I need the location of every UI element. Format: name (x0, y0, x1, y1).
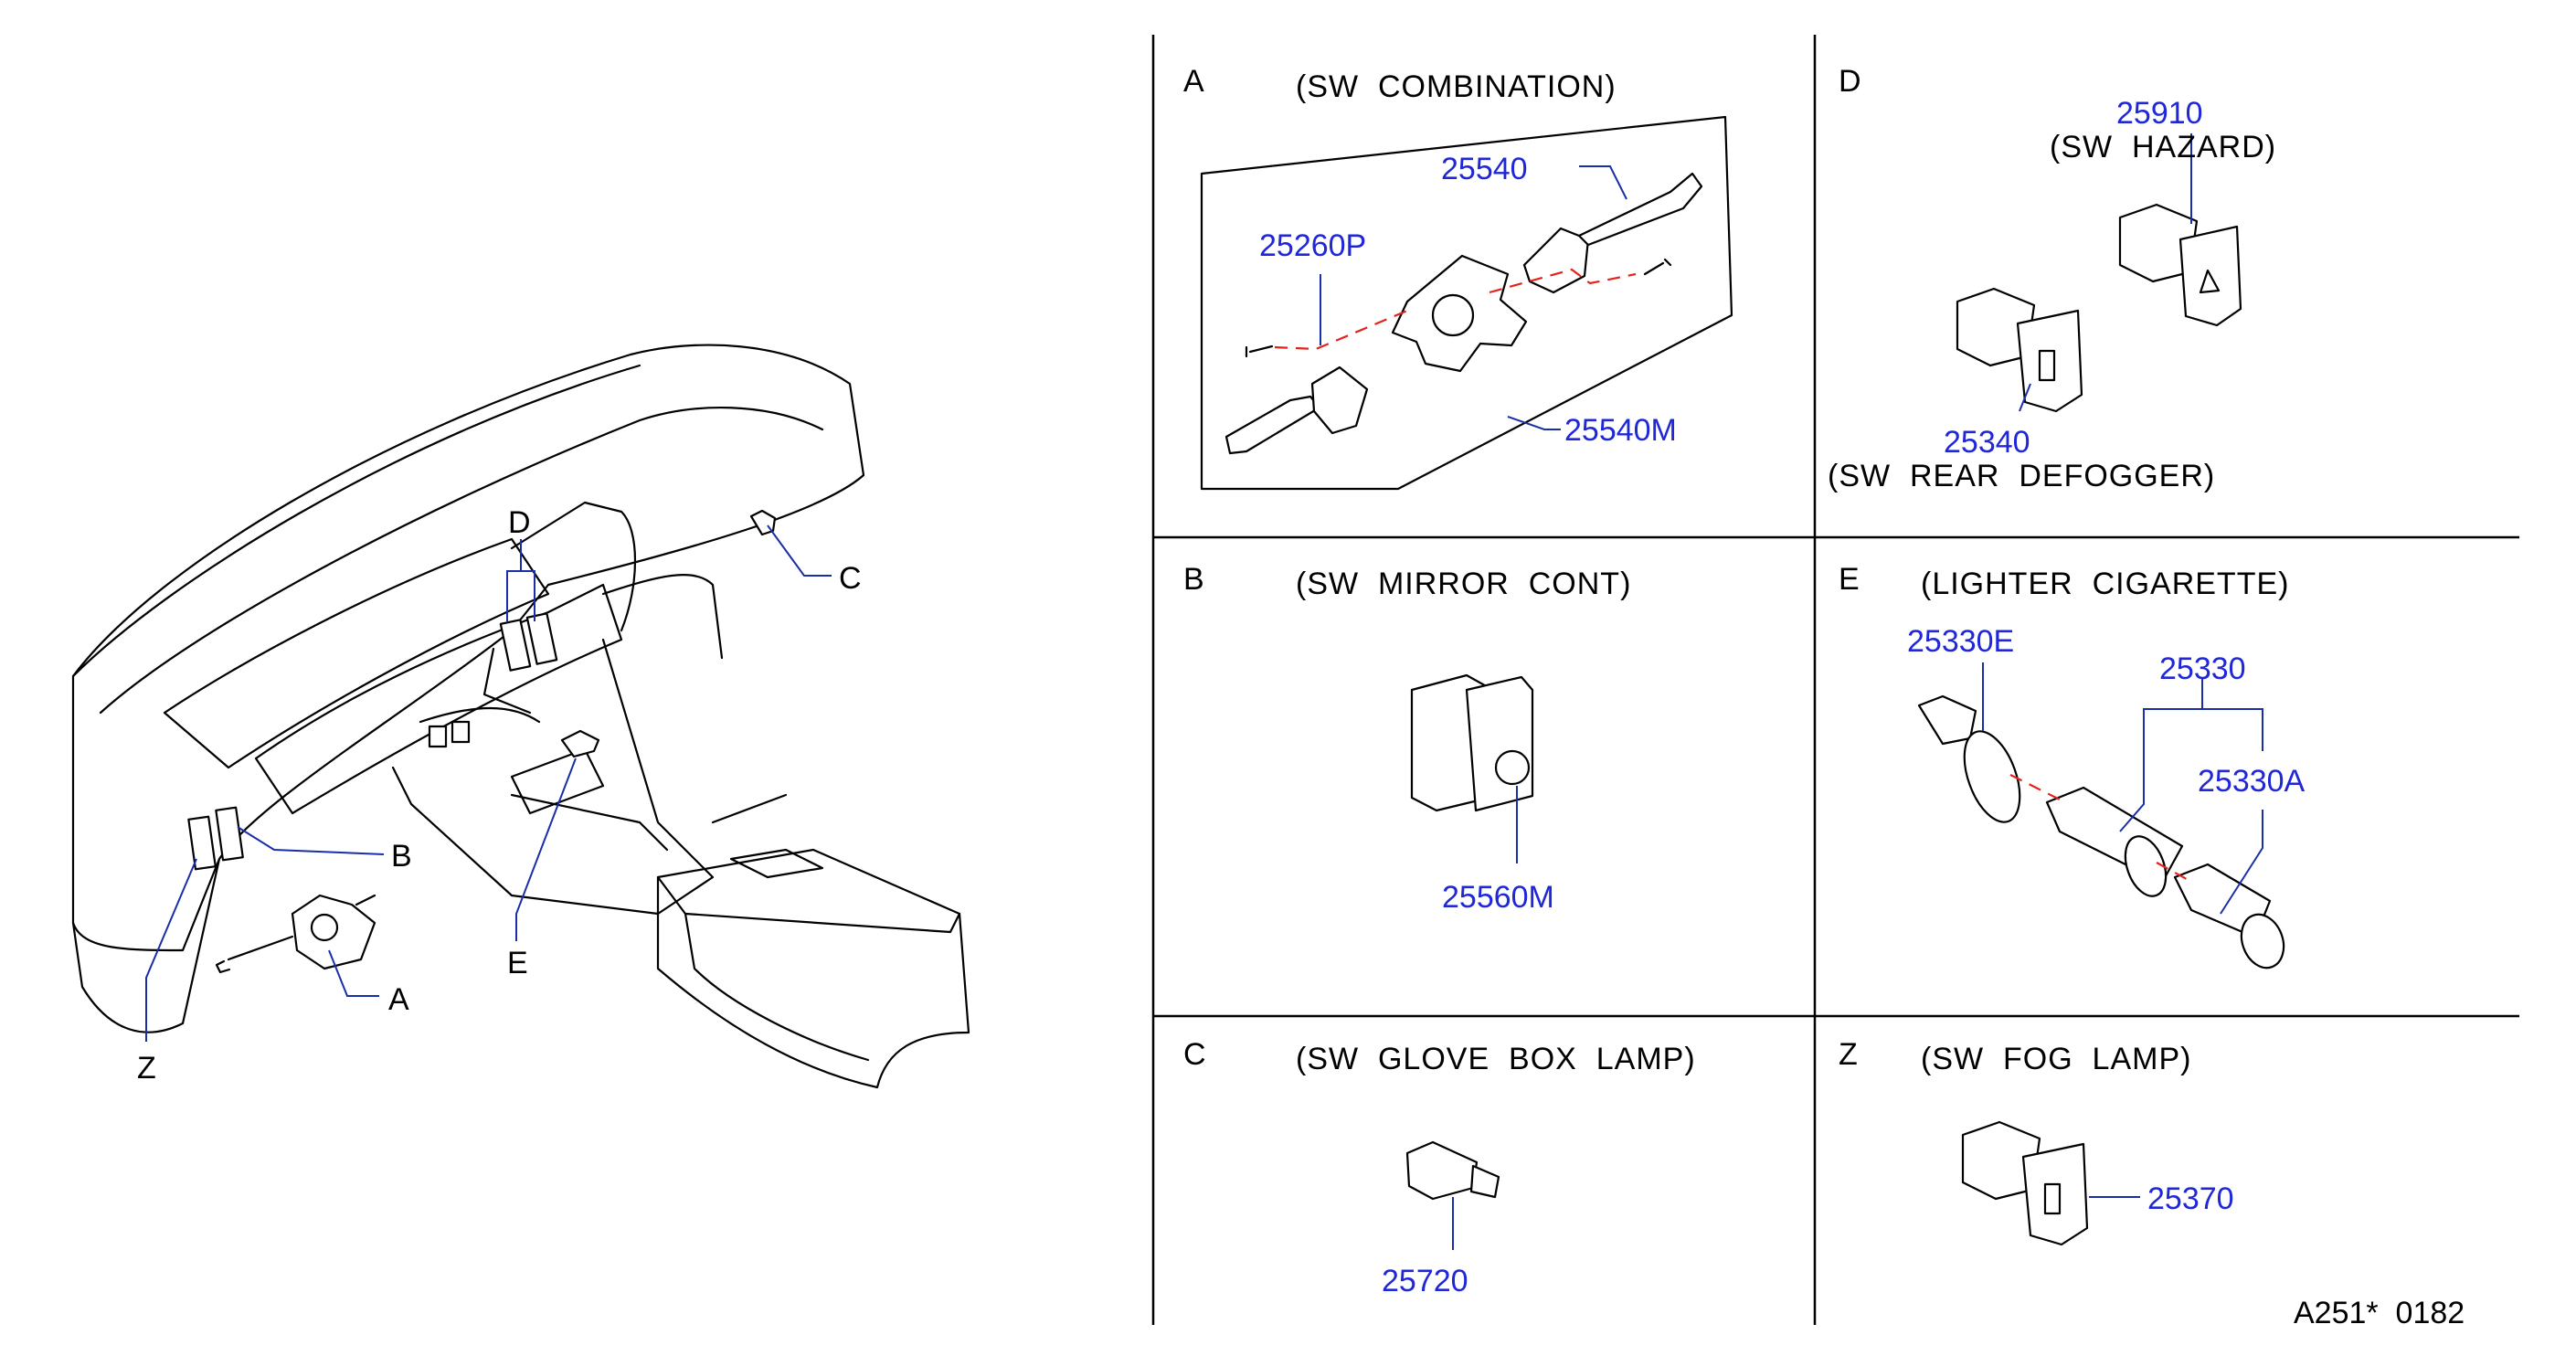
panel-b-title: (SW MIRROR CONT) (1296, 567, 1631, 601)
part-25540m: 25540M (1564, 413, 1677, 448)
part-25720: 25720 (1382, 1264, 1468, 1298)
panel-a-letter: A (1183, 64, 1205, 99)
panel-d: D (1839, 64, 2242, 413)
panel-e-letter: E (1839, 562, 1860, 597)
panel-a-title: (SW COMBINATION) (1296, 69, 1617, 104)
dashboard-overview (71, 344, 970, 1089)
callout-d: D (508, 505, 531, 540)
panel-c-title: (SW GLOVE BOX LAMP) (1296, 1042, 1696, 1076)
panel-z: Z (SW FOG LAMP) (1839, 1037, 2191, 1246)
panel-d-letter: D (1839, 64, 1862, 99)
panel-z-letter: Z (1839, 1037, 1859, 1072)
callout-e: E (507, 946, 528, 980)
panel-e: E (LIGHTER CIGARETTE) (1839, 562, 2289, 969)
panel-a: A (SW COMBINATION) (1183, 64, 1733, 491)
panel-e-title: (LIGHTER CIGARETTE) (1921, 567, 2289, 601)
panel-b-letter: B (1183, 562, 1205, 597)
label-sw-rear-defogger: (SW REAR DEFOGGER) (1828, 459, 2215, 493)
part-25330a: 25330A (2198, 764, 2306, 799)
callout-a: A (388, 982, 409, 1017)
panel-c: C (SW GLOVE BOX LAMP) (1183, 1037, 1696, 1250)
part-25910: 25910 (2116, 96, 2203, 131)
part-25540: 25540 (1441, 152, 1528, 186)
part-25560m: 25560M (1442, 880, 1554, 915)
label-sw-hazard: (SW HAZARD) (2050, 130, 2276, 164)
part-25340: 25340 (1944, 425, 2030, 460)
drawing-code: A251* 0182 (2294, 1296, 2465, 1330)
panel-z-title: (SW FOG LAMP) (1921, 1042, 2191, 1076)
callout-c: C (839, 561, 862, 596)
callout-b: B (391, 839, 412, 874)
part-25330: 25330 (2159, 652, 2246, 686)
part-25370: 25370 (2147, 1181, 2234, 1216)
panel-grid (1151, 35, 2519, 1325)
part-25260p: 25260P (1259, 228, 1366, 263)
panel-c-letter: C (1183, 1037, 1207, 1072)
part-25330e: 25330E (1907, 624, 2014, 659)
panel-b: B (SW MIRROR CONT) (1183, 562, 1631, 863)
callout-z: Z (137, 1051, 156, 1086)
